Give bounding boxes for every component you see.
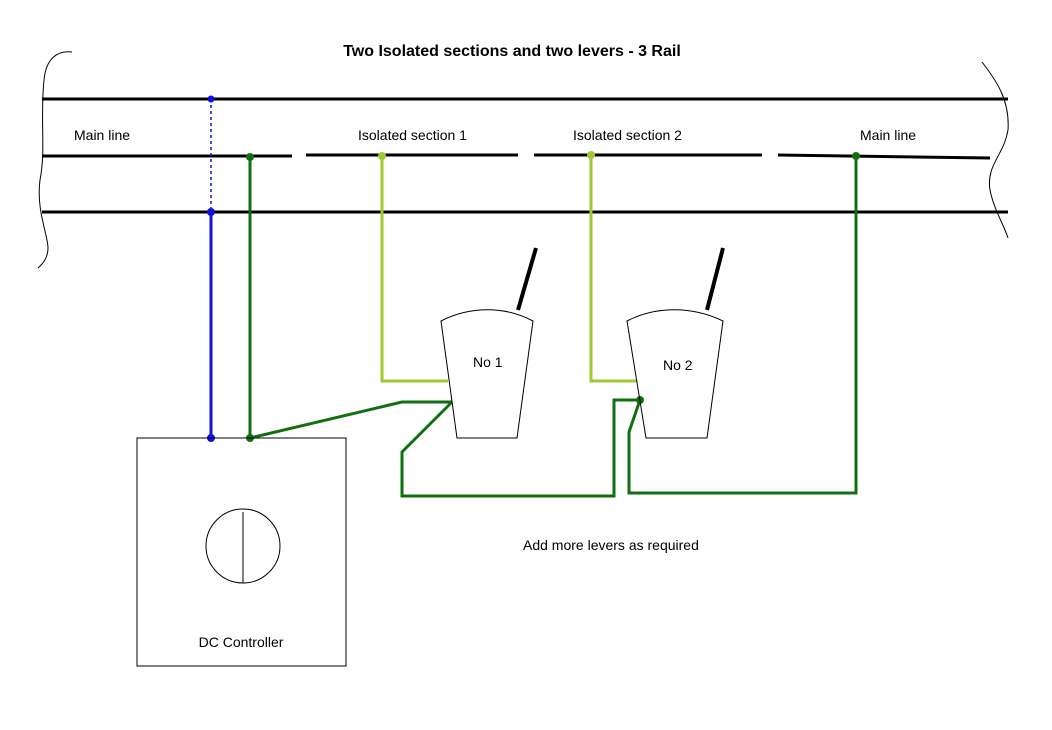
isolated-2-junction (587, 151, 595, 159)
label-main-line-left: Main line (74, 127, 130, 143)
lever-2-label: No 2 (663, 357, 693, 373)
add-levers-note: Add more levers as required (523, 537, 699, 553)
left-break-curve (37, 51, 73, 269)
lever-2-handle (705, 247, 725, 311)
label-isolated-section-2: Isolated section 2 (573, 127, 682, 143)
lever-1-body (440, 309, 534, 439)
label-main-line-right: Main line (860, 127, 916, 143)
isolated-1-junction (378, 152, 386, 160)
top-rail-junction (207, 95, 215, 103)
controller-to-lever-1-wire (249, 400, 452, 440)
lever-1-to-lever-2-wire (400, 398, 640, 498)
lever-2-body (626, 309, 724, 439)
diagram-title: Two Isolated sections and two levers - 3… (343, 43, 681, 60)
dc-controller-box (136, 437, 347, 667)
controller-label: DC Controller (199, 634, 284, 650)
isolated-1-feed-wire (380, 156, 448, 383)
bottom-rail-junction (207, 208, 215, 216)
isolated-2-feed-wire (589, 155, 637, 383)
right-break-curve (981, 61, 1009, 239)
lever-1-label: No 1 (473, 354, 503, 370)
lever-1-handle (516, 247, 538, 311)
center-rail-main-right (777, 153, 991, 160)
center-rail-left-junction (246, 153, 254, 161)
label-isolated-section-1: Isolated section 1 (358, 127, 467, 143)
lever-2-to-main-right-wire (627, 156, 858, 495)
center-rail-right-junction (852, 152, 860, 160)
